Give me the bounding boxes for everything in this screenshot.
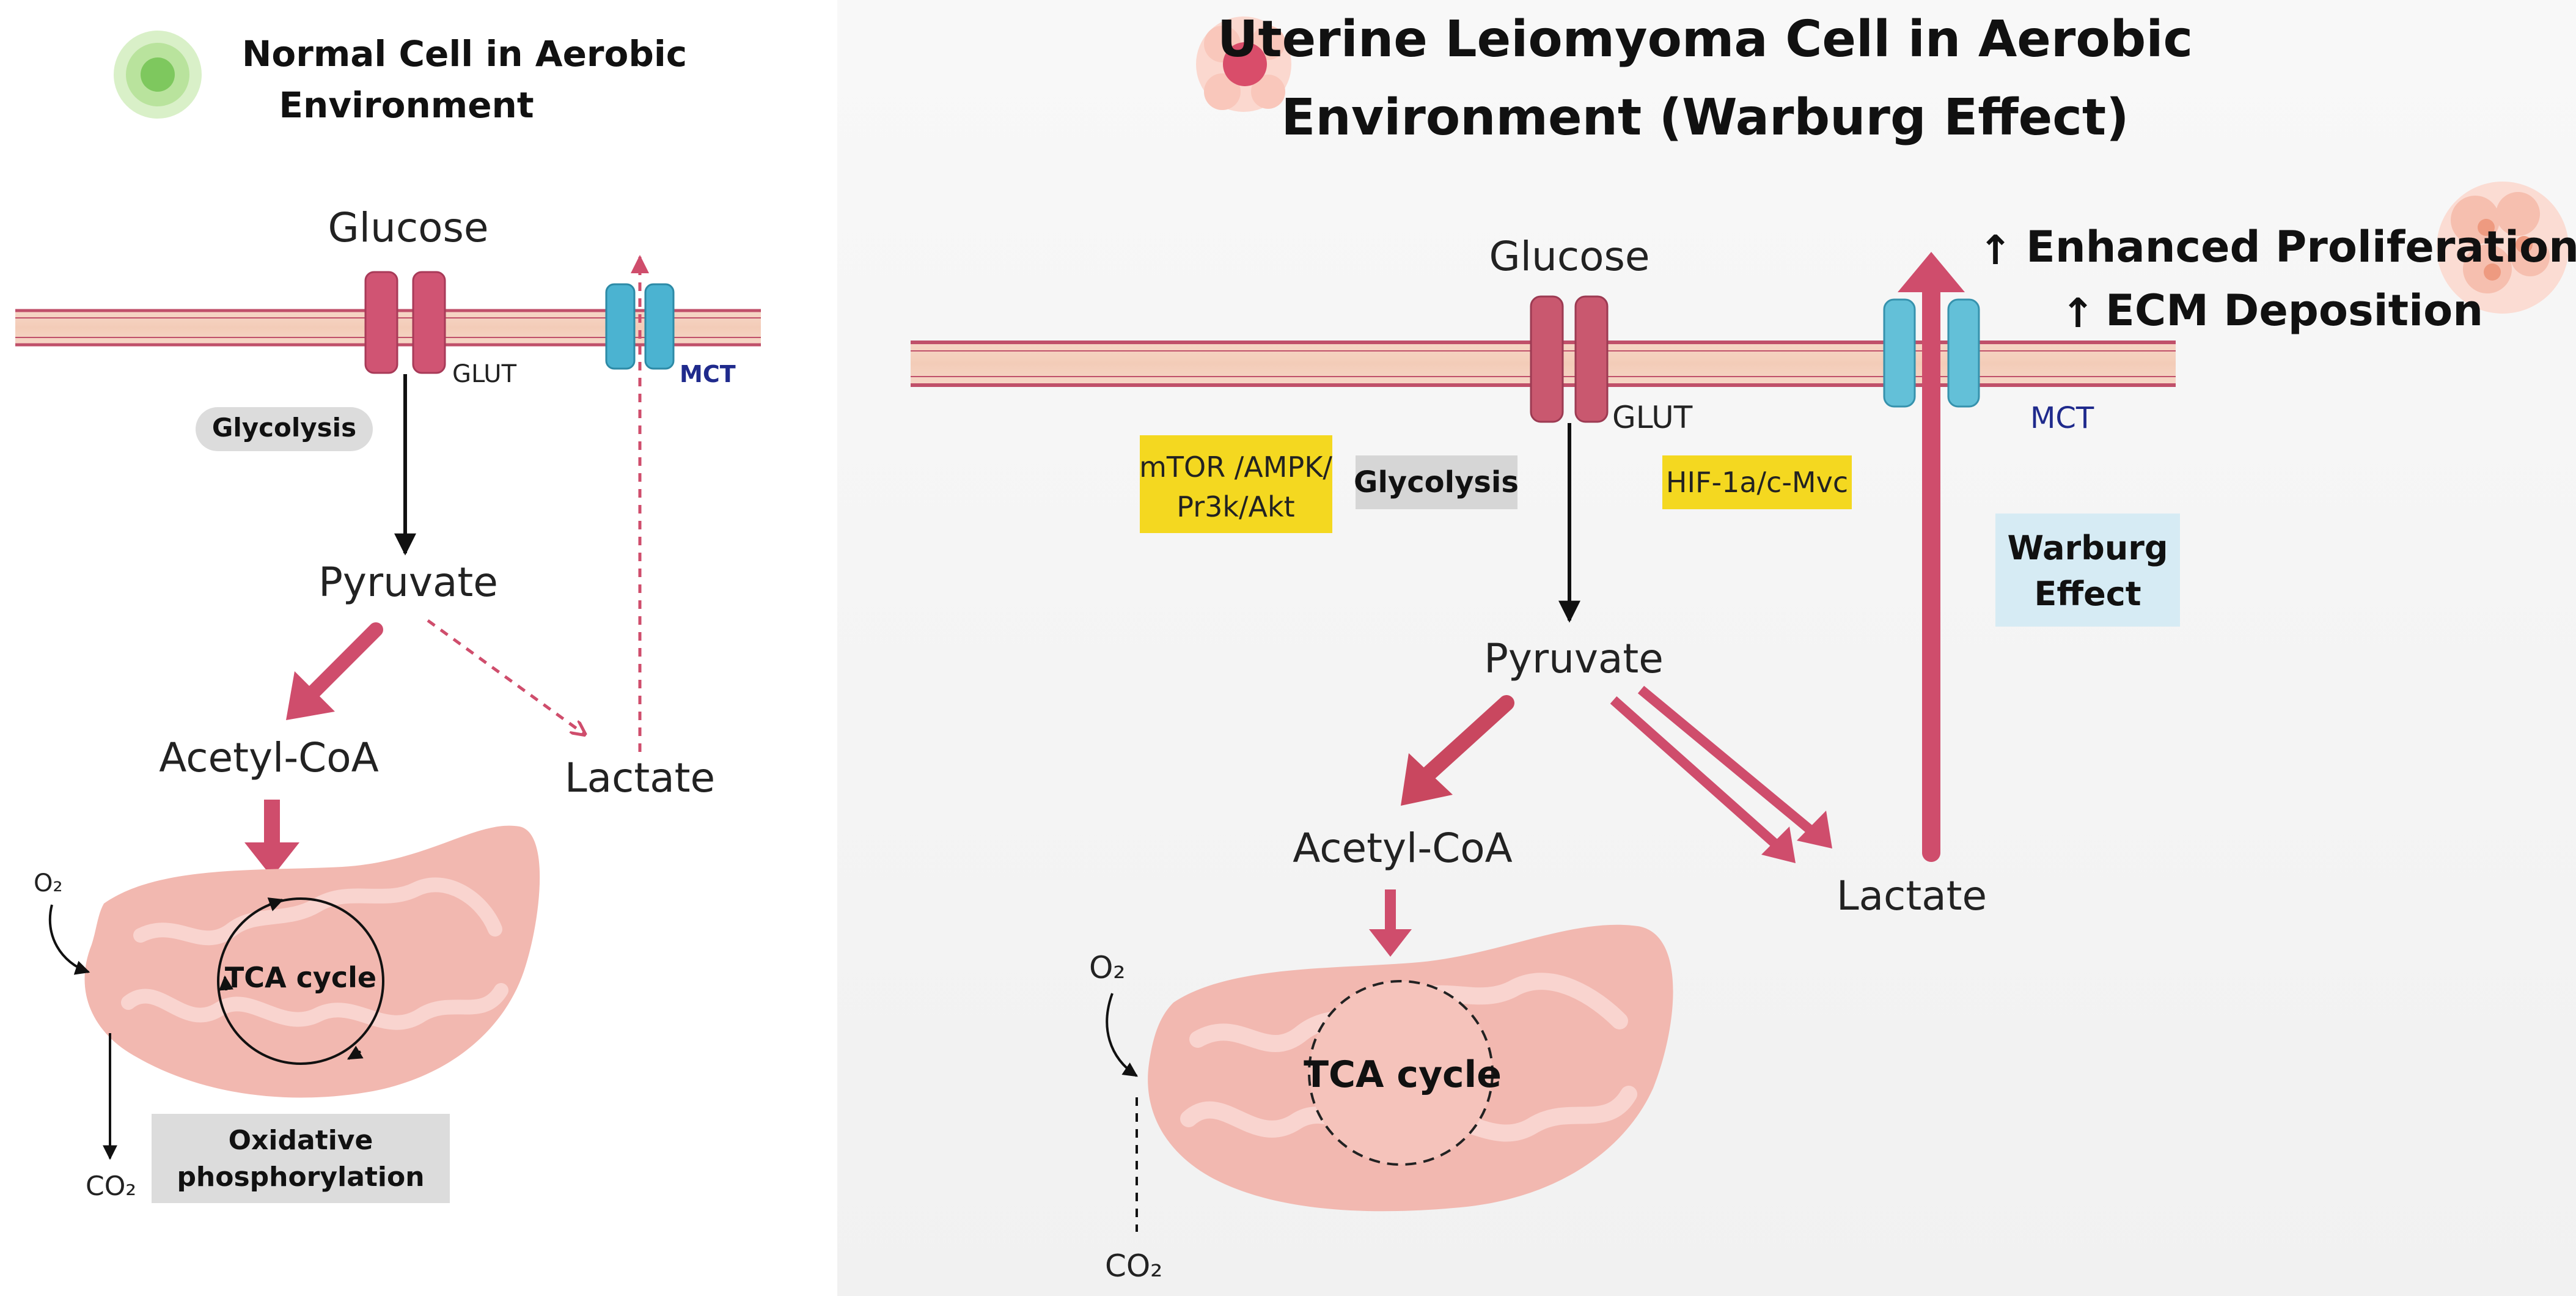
hif-label: HIF-1a/c-Mvc [1666,466,1848,499]
right-lactate-label: Lactate [1837,872,1987,919]
left-acetylcoa-label: Acetyl-CoA [159,734,379,781]
left-panel-background [0,0,837,1296]
left-pyruvate-acetylcoa-arrow [286,622,383,720]
right-lactate-export-arrow [1898,252,1965,862]
left-oxphos-line2: phosphorylation [177,1162,424,1193]
right-glut-label: GLUT [1612,400,1693,435]
mtor-line2: Pr3k/Akt [1176,490,1294,523]
left-o2-label: O₂ [34,869,63,897]
right-acetylcoa-label: Acetyl-CoA [1293,825,1513,872]
left-panel: Normal Cell in Aerobic Environment Gluco… [15,31,761,1203]
right-glut-transporter-icon [1530,295,1609,423]
left-pyruvate-label: Pyruvate [318,559,498,606]
left-oxphos-line1: Oxidative [229,1125,373,1156]
right-pyruvate-acetylcoa-arrow [1401,695,1514,806]
right-acetylcoa-mito-arrow [1369,889,1412,957]
warburg-line1: Warburg [2007,529,2168,567]
left-glycolysis-label: Glycolysis [212,413,356,443]
right-glycolysis-badge: Glycolysis [1354,455,1519,509]
ecm-label: ECM Deposition [2105,285,2483,336]
left-mct-label: MCT [680,361,736,388]
proliferating-cells-icon [2437,182,2569,314]
left-mitochondrion-icon [84,825,540,1098]
hif-pathway-badge: HIF-1a/c-Mvc [1662,455,1852,509]
right-mct-label: MCT [2030,401,2094,435]
left-acetylcoa-mito-arrow [244,800,299,877]
left-glut-transporter-icon [364,271,446,374]
left-mct-transporter-icon [605,283,675,370]
mtor-pathway-badge: mTOR /AMPK/ Pr3k/Akt [1139,435,1332,533]
ecm-up-arrow: ↑ [2061,290,2094,337]
right-title-line1: Uterine Leiomyoma Cell in Aerobic [1217,10,2193,68]
left-o2-arrow [48,904,90,975]
right-mitochondrion-icon [1148,924,1673,1212]
left-glut-label: GLUT [452,360,517,388]
warburg-line2: Effect [2034,575,2141,613]
right-glucose-label: Glucose [1489,233,1650,280]
left-title-line1: Normal Cell in Aerobic [242,33,687,75]
right-o2-label: O₂ [1089,950,1125,985]
proliferation-up-arrow: ↑ [1978,227,2012,274]
left-co2-label: CO₂ [86,1171,136,1202]
right-glycolysis-label: Glycolysis [1354,465,1519,499]
left-oxphos-badge: Oxidative phosphorylation [152,1114,450,1203]
proliferation-label: Enhanced Proliferation [2026,222,2576,272]
right-pyruvate-lactate-arrows [1610,685,1832,863]
left-glucose-label: Glucose [328,204,489,251]
left-pyruvate-lactate-arrow [427,619,584,734]
leiomyoma-cell-icon [1196,17,1291,112]
warburg-effect-badge: Warburg Effect [1995,514,2180,627]
right-tca-label: TCA cycle [1304,1053,1502,1096]
left-lactate-label: Lactate [565,754,715,801]
normal-cell-icon [114,31,202,119]
right-panel-background [837,0,2576,1296]
right-pyruvate-label: Pyruvate [1484,635,1664,682]
right-o2-arrow [1106,993,1138,1077]
left-glycolysis-badge: Glycolysis [196,407,373,451]
right-co2-label: CO₂ [1105,1248,1162,1284]
left-title-line2: Environment [279,84,534,126]
mtor-line1: mTOR /AMPK/ [1139,451,1332,484]
right-title-line2: Environment (Warburg Effect) [1281,89,2129,147]
left-tca-label: TCA cycle [225,961,376,994]
right-panel: Uterine Leiomyoma Cell in Aerobic Enviro… [911,10,2576,1284]
right-mct-transporter-icon [1883,298,1980,408]
